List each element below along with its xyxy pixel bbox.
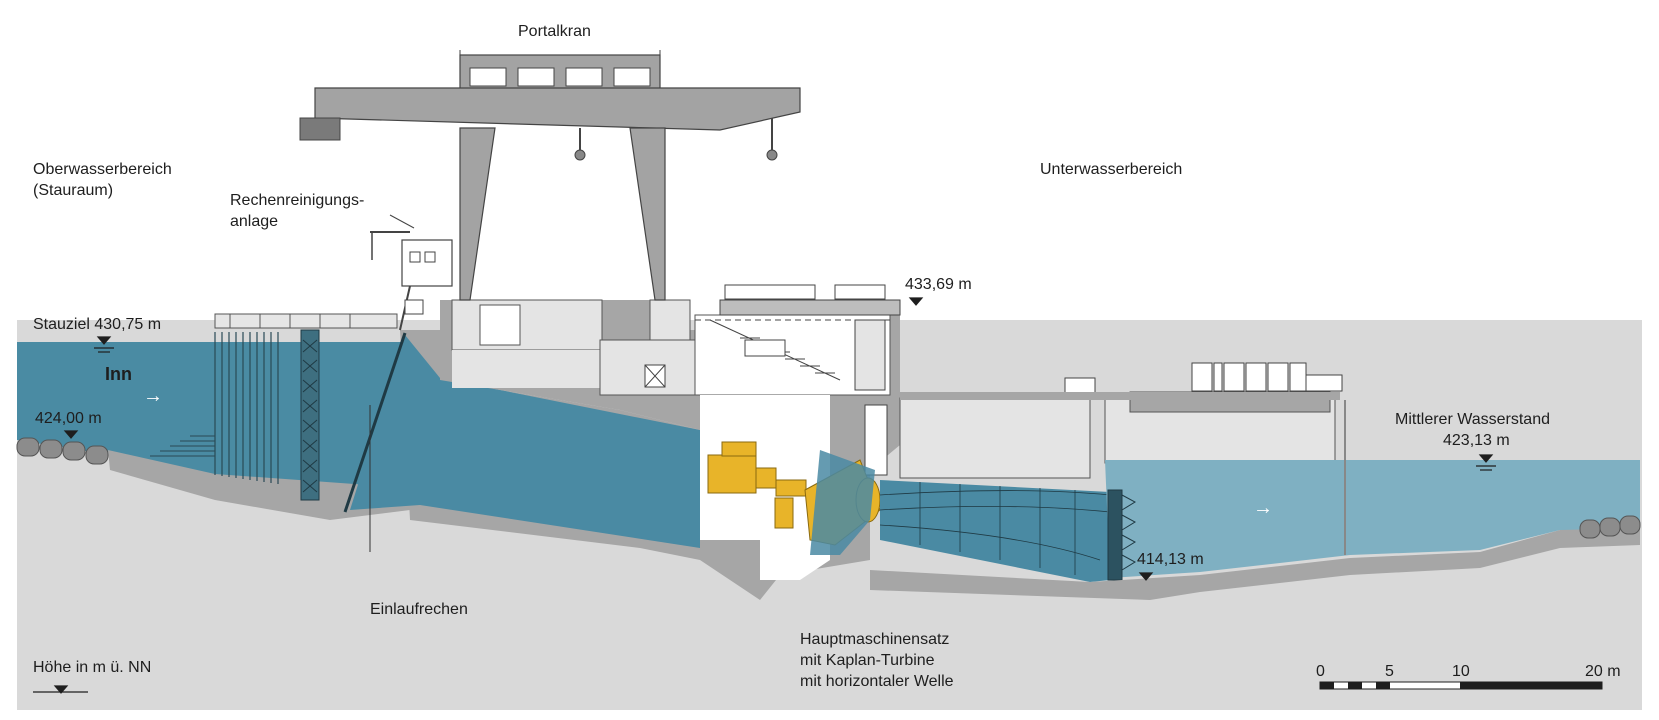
cabinet-cross bbox=[644, 364, 666, 388]
label-portalkran: Portalkran bbox=[518, 23, 591, 40]
gate-bracing bbox=[302, 339, 318, 493]
hall-equipment bbox=[744, 339, 786, 357]
stoplog-structure bbox=[214, 332, 279, 484]
draft-tube-grid bbox=[879, 482, 1111, 575]
label-elev-upstream-bottom: 424,00 m bbox=[35, 410, 102, 427]
stoplog-steps bbox=[150, 435, 215, 457]
label-oberwasser-2: (Stauraum) bbox=[33, 182, 114, 199]
roof-slab bbox=[719, 299, 901, 316]
downstream-bed bbox=[870, 528, 1640, 600]
draft-tube bbox=[880, 480, 1110, 582]
turbine-water bbox=[810, 450, 875, 555]
shaft-column bbox=[864, 404, 888, 476]
label-unterwasser: Unterwasserbereich bbox=[1040, 161, 1183, 178]
downstream-small-unit bbox=[1064, 377, 1096, 395]
roof-hatch-2 bbox=[834, 284, 886, 300]
scale-tick-0: 0 bbox=[1316, 663, 1325, 680]
deck-railing bbox=[215, 313, 397, 328]
label-haupt-3: mit horizontaler Welle bbox=[800, 673, 954, 690]
girder-opening bbox=[479, 304, 521, 346]
upstream-deck bbox=[214, 313, 398, 329]
scale-bar bbox=[1319, 681, 1603, 690]
level-markers bbox=[33, 297, 1496, 694]
gate-column bbox=[300, 329, 320, 501]
label-elev-top: 433,69 m bbox=[905, 276, 972, 293]
crane-girder-left bbox=[451, 299, 603, 351]
flow-arrow-downstream: → bbox=[1253, 497, 1273, 519]
label-elev-downstream-bottom: 414,13 m bbox=[1137, 551, 1204, 568]
label-haupt-2: mit Kaplan-Turbine bbox=[800, 652, 935, 669]
inlet-rake bbox=[343, 332, 407, 513]
label-einlauf: Einlaufrechen bbox=[370, 601, 468, 618]
label-hoehe-legend: Höhe in m ü. NN bbox=[33, 659, 152, 676]
riverbed-rocks-downstream bbox=[1579, 515, 1641, 539]
outlet-flap bbox=[1107, 489, 1137, 581]
label-mittlerer-1: Mittlerer Wasserstand bbox=[1395, 411, 1550, 428]
riverbed-rocks-upstream bbox=[16, 437, 109, 465]
upstream-apron bbox=[108, 450, 410, 520]
control-room bbox=[452, 350, 602, 388]
label-river: Inn bbox=[105, 364, 132, 384]
scale-tick-10: 10 bbox=[1452, 663, 1470, 680]
label-mittlerer-2: 423,13 m bbox=[1443, 432, 1510, 449]
downstream-water bbox=[1105, 460, 1640, 578]
downstream-building-low bbox=[899, 397, 1091, 479]
label-stauziel: Stauziel 430,75 m bbox=[33, 316, 162, 333]
scale-tick-5: 5 bbox=[1385, 663, 1394, 680]
rake-cleaning-machine bbox=[370, 214, 453, 331]
scale-tick-20: 20 m bbox=[1585, 663, 1621, 680]
hall-column bbox=[854, 319, 886, 391]
roof-hatch-1 bbox=[724, 284, 816, 300]
downstream-roof-units bbox=[1191, 362, 1343, 392]
label-haupt-1: Hauptmaschinensatz bbox=[800, 631, 950, 648]
gantry-crane bbox=[299, 50, 801, 301]
intake-water bbox=[350, 335, 700, 548]
downstream-top-beam bbox=[900, 392, 1340, 400]
label-rechen-2: anlage bbox=[230, 213, 279, 230]
flow-arrow-upstream: → bbox=[143, 385, 163, 407]
label-oberwasser-1: Oberwasserbereich bbox=[33, 161, 172, 178]
crane-girder-right bbox=[649, 299, 691, 341]
label-rechen-1: Rechenreinigungs- bbox=[230, 192, 365, 209]
